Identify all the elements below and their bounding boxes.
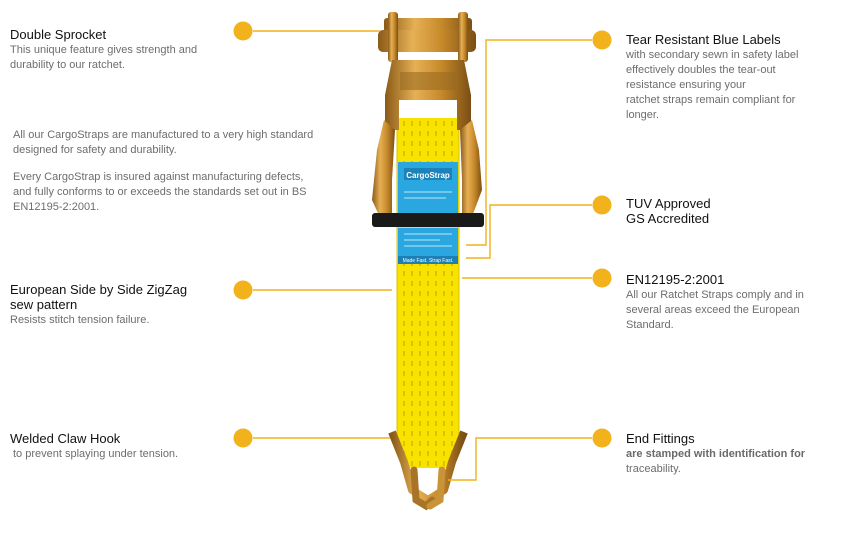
- gs-accredited: GS Accredited: [626, 211, 710, 226]
- feature-double-sprocket: Double Sprocket This unique feature give…: [10, 27, 235, 73]
- en12195-desc: All our Ratchet Straps comply and in sev…: [626, 289, 804, 331]
- feature-claw-hook: Welded Claw Hook to prevent splaying und…: [10, 431, 235, 462]
- marker-en12195: [592, 268, 612, 288]
- feature-blue-labels: Tear Resistant Blue Labels with secondar…: [626, 32, 841, 123]
- end-fittings-title: End Fittings: [626, 431, 695, 446]
- label-footer: Made Fast. Strap Fast.: [403, 258, 454, 264]
- end-fittings-desc: traceability.: [626, 463, 681, 475]
- label-brand: CargoStrap: [406, 171, 450, 180]
- ratchet-mechanism: [372, 12, 482, 222]
- marker-zigzag: [233, 280, 253, 300]
- insurance-note: Every CargoStrap is insured against manu…: [13, 171, 307, 213]
- claw-hook: [388, 430, 468, 511]
- double-sprocket-title: Double Sprocket: [10, 27, 107, 42]
- standards-intro: All our CargoStraps are manufactured to …: [13, 129, 314, 156]
- end-fittings-desc-bold: are stamped with identification for: [626, 448, 806, 460]
- marker-end-fittings: [592, 428, 612, 448]
- marker-double-sprocket: [233, 21, 253, 41]
- claw-hook-title: Welded Claw Hook: [10, 431, 121, 446]
- zigzag-title: European Side by Side ZigZag sew pattern: [10, 282, 188, 312]
- marker-tuv: [592, 195, 612, 215]
- marker-claw-hook: [233, 428, 253, 448]
- tuv-approved: TUV Approved: [626, 196, 711, 211]
- feature-tuv: TUV Approved GS Accredited: [626, 196, 841, 226]
- feature-en12195: EN12195-2:2001 All our Ratchet Straps co…: [626, 272, 841, 333]
- blue-labels-title: Tear Resistant Blue Labels: [626, 32, 781, 47]
- double-sprocket-desc: This unique feature gives strength and d…: [10, 44, 198, 71]
- marker-blue-labels: [592, 30, 612, 50]
- blue-label: CargoStrap Made Fast. Strap Fast.: [398, 162, 458, 264]
- en12195-title: EN12195-2:2001: [626, 272, 725, 287]
- blue-labels-desc: with secondary sewn in safety label effe…: [626, 49, 799, 121]
- leader-lines: [253, 30, 592, 481]
- feature-zigzag: European Side by Side ZigZag sew pattern…: [10, 282, 235, 328]
- claw-hook-desc: to prevent splaying under tension.: [13, 448, 179, 460]
- zigzag-desc: Resists stitch tension failure.: [10, 314, 150, 326]
- ratchet-handle: [372, 213, 484, 227]
- feature-end-fittings: End Fittings are stamped with identifica…: [626, 431, 841, 477]
